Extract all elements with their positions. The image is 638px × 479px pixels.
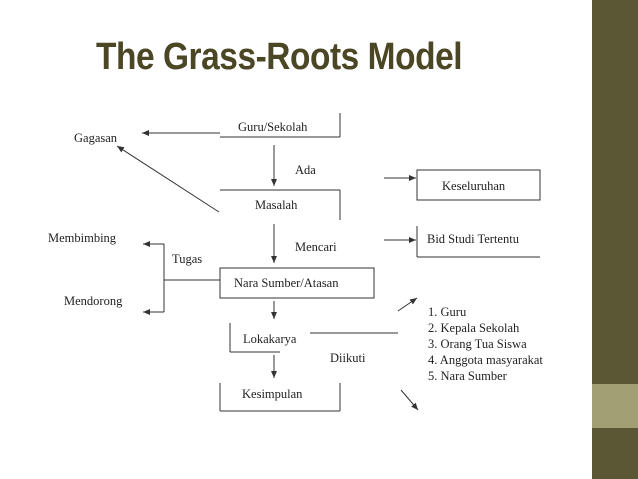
participant-item: 2. Kepala Sekolah (428, 321, 520, 335)
node-gagasan: Gagasan (74, 131, 118, 145)
participant-item: 3. Orang Tua Siswa (428, 337, 527, 351)
node-masalah: Masalah (255, 198, 298, 212)
box-nara-sumber-atasan (219, 267, 375, 299)
participant-item: 5. Nara Sumber (428, 369, 508, 383)
label-diikuti: Diikuti (330, 351, 366, 365)
node-bid-studi: Bid Studi Tertentu (427, 232, 520, 246)
node-nara-sumber-atasan: Nara Sumber/Atasan (234, 276, 339, 290)
arrow-masalah-to-gagasan (116, 145, 220, 213)
side-bar-accent (592, 384, 638, 428)
slide-title: The Grass-Roots Model (96, 36, 463, 78)
node-lokakarya: Lokakarya (243, 332, 297, 346)
box-keseluruhan (416, 169, 541, 201)
arrow-to-participants-bottom (400, 389, 419, 411)
node-mendorong: Mendorong (64, 294, 123, 308)
grass-roots-diagram: Guru/Sekolah Gagasan Ada Keseluruhan Mas… (48, 113, 543, 412)
node-kesimpulan: Kesimpulan (242, 387, 303, 401)
label-mencari: Mencari (295, 240, 337, 254)
node-keseluruhan: Keseluruhan (442, 179, 506, 193)
label-tugas: Tugas (172, 252, 202, 266)
node-guru-sekolah: Guru/Sekolah (238, 120, 308, 134)
participant-item: 4. Anggota masyarakat (428, 353, 543, 367)
label-ada: Ada (295, 163, 316, 177)
node-membimbing: Membimbing (48, 231, 117, 245)
arrow-to-participants-top (397, 297, 418, 312)
participant-item: 1. Guru (428, 305, 467, 319)
